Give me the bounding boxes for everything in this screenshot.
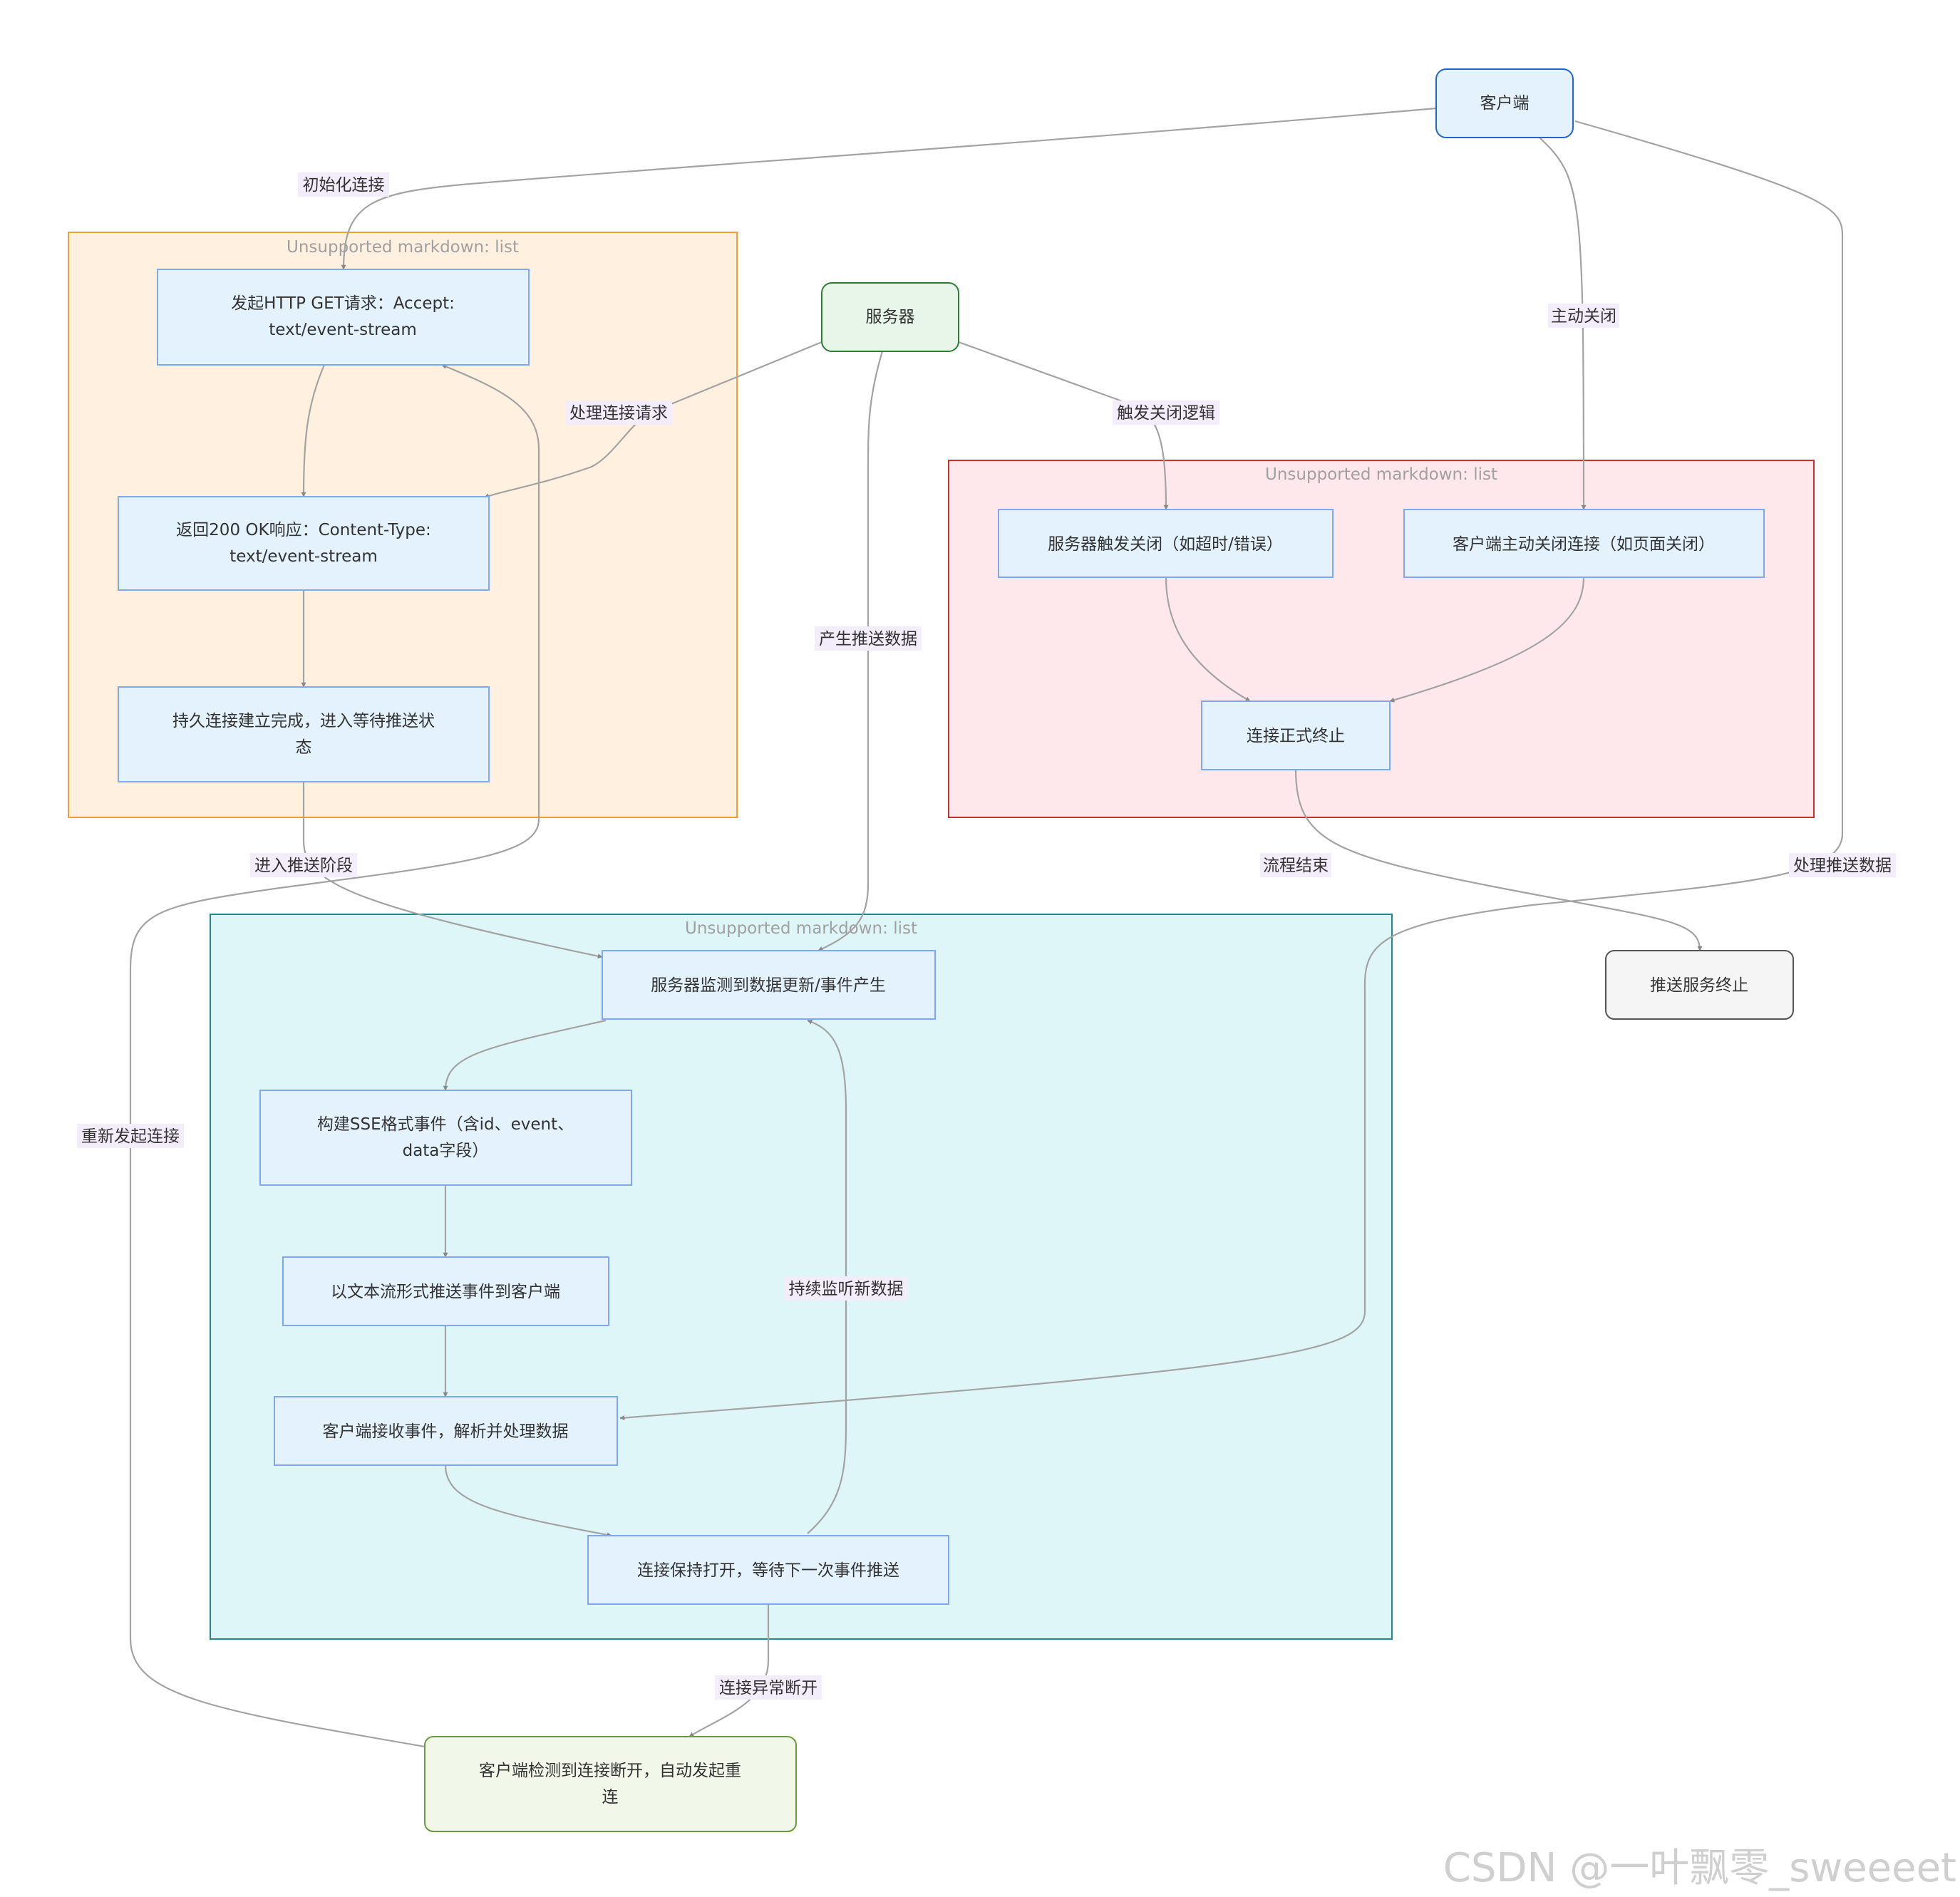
edge-server-to-detect — [817, 351, 884, 951]
svg-text:进入推送阶段: 进入推送阶段 — [254, 857, 353, 875]
svg-text:持久连接建立完成，进入等待推送状: 持久连接建立完成，进入等待推送状 — [172, 712, 435, 730]
node-reconnect: 客户端检测到连接断开，自动发起重 连 — [424, 1736, 797, 1832]
edge-label-active-close: 主动关闭 — [1548, 304, 1619, 328]
edge-keep-to-reconnect — [688, 1604, 770, 1737]
node-server-close: 服务器触发关闭（如超时/错误） — [998, 509, 1334, 578]
edge-client-to-request — [341, 107, 1437, 270]
group-data-push-title: Unsupported markdown: list — [685, 919, 917, 938]
edge-client-to-recv — [619, 120, 1844, 1421]
edge-recv-to-keep — [444, 1464, 612, 1538]
group-connection-close-title: Unsupported markdown: list — [1265, 465, 1497, 484]
node-receive-event: 客户端接收事件，解析并处理数据 — [274, 1396, 618, 1466]
svg-text:处理连接请求: 处理连接请求 — [569, 404, 668, 423]
svg-text:连接正式终止: 连接正式终止 — [1247, 727, 1345, 745]
node-client: 客户端 — [1435, 68, 1574, 138]
edge-server-to-response — [484, 341, 822, 499]
node-detect: 服务器监测到数据更新/事件产生 — [602, 950, 936, 1020]
edge-label-handle: 处理连接请求 — [565, 400, 672, 425]
svg-text:触发关闭逻辑: 触发关闭逻辑 — [1117, 404, 1215, 423]
edge-cliclose-to-term — [1389, 577, 1585, 703]
svg-text:连: 连 — [602, 1788, 619, 1806]
group-connection-setup-title: Unsupported markdown: list — [287, 238, 519, 257]
svg-text:客户端检测到连接断开，自动发起重: 客户端检测到连接断开，自动发起重 — [479, 1762, 741, 1780]
svg-text:持续监听新数据: 持续监听新数据 — [789, 1280, 904, 1298]
svg-text:客户端: 客户端 — [1480, 94, 1530, 113]
node-server: 服务器 — [821, 282, 959, 352]
edge-request-to-response — [301, 364, 326, 497]
svg-text:data字段）: data字段） — [403, 1142, 489, 1160]
svg-text:text/event-stream: text/event-stream — [269, 321, 417, 339]
edge-label-abnormal: 连接异常断开 — [715, 1675, 822, 1700]
node-persist: 持久连接建立完成，进入等待推送状 态 — [118, 686, 490, 782]
node-push-event: 以文本流形式推送事件到客户端 — [282, 1256, 609, 1326]
edge-label-trigger: 触发关闭逻辑 — [1113, 400, 1219, 425]
svg-text:产生推送数据: 产生推送数据 — [819, 630, 917, 648]
svg-text:初始化连接: 初始化连接 — [303, 176, 385, 195]
node-build-event: 构建SSE格式事件（含id、event、 data字段） — [259, 1090, 632, 1186]
edge-label-listen: 持续监听新数据 — [784, 1276, 908, 1301]
edge-keep-to-detect — [807, 1019, 847, 1534]
svg-text:服务器监测到数据更新/事件产生: 服务器监测到数据更新/事件产生 — [651, 976, 886, 995]
edge-label-flow-end: 流程结束 — [1260, 853, 1331, 877]
svg-text:服务器: 服务器 — [866, 308, 915, 326]
edge-label-init: 初始化连接 — [298, 172, 389, 197]
svg-text:以文本流形式推送事件到客户端: 以文本流形式推送事件到客户端 — [331, 1283, 560, 1301]
edge-detect-to-build — [443, 1019, 607, 1091]
node-terminated: 连接正式终止 — [1201, 701, 1391, 770]
svg-text:连接异常断开: 连接异常断开 — [719, 1679, 817, 1697]
svg-text:处理推送数据: 处理推送数据 — [1793, 857, 1892, 875]
svg-text:服务器触发关闭（如超时/错误）: 服务器触发关闭（如超时/错误） — [1048, 535, 1283, 554]
svg-text:流程结束: 流程结束 — [1263, 857, 1329, 875]
svg-text:发起HTTP GET请求：Accept:: 发起HTTP GET请求：Accept: — [231, 294, 455, 313]
svg-text:连接保持打开，等待下一次事件推送: 连接保持打开，等待下一次事件推送 — [637, 1561, 899, 1580]
edge-label-produce: 产生推送数据 — [815, 626, 922, 651]
svg-text:重新发起连接: 重新发起连接 — [81, 1127, 180, 1146]
svg-text:构建SSE格式事件（含id、event、: 构建SSE格式事件（含id、event、 — [317, 1115, 574, 1134]
edge-reconnect-to-request — [129, 363, 540, 1748]
edges — [129, 107, 1844, 1748]
edge-label-enter: 进入推送阶段 — [250, 853, 357, 877]
svg-text:text/event-stream: text/event-stream — [229, 547, 378, 566]
edge-client-to-cliclose — [1539, 137, 1587, 510]
node-response: 返回200 OK响应：Content-Type: text/event-stre… — [118, 496, 490, 591]
svg-text:推送服务终止: 推送服务终止 — [1650, 976, 1748, 995]
svg-text:态: 态 — [296, 738, 312, 757]
svg-text:客户端主动关闭连接（如页面关闭）: 客户端主动关闭连接（如页面关闭） — [1453, 535, 1715, 554]
svg-text:返回200 OK响应：Content-Type:: 返回200 OK响应：Content-Type: — [176, 521, 431, 539]
watermark: CSDN @一叶飘零_sweeeet — [1443, 1845, 1956, 1891]
edge-label-process: 处理推送数据 — [1789, 853, 1896, 877]
node-request: 发起HTTP GET请求：Accept: text/event-stream — [157, 269, 530, 366]
svg-text:客户端接收事件，解析并处理数据: 客户端接收事件，解析并处理数据 — [323, 1422, 569, 1441]
svg-text:主动关闭: 主动关闭 — [1551, 307, 1616, 326]
node-keep-open: 连接保持打开，等待下一次事件推送 — [587, 1535, 949, 1605]
edge-term-to-end — [1294, 769, 1703, 951]
edge-srvclose-to-term — [1165, 577, 1251, 702]
node-client-close: 客户端主动关闭连接（如页面关闭） — [1403, 509, 1765, 578]
edge-label-relaunch: 重新发起连接 — [77, 1124, 184, 1148]
node-push-end: 推送服务终止 — [1605, 950, 1794, 1020]
